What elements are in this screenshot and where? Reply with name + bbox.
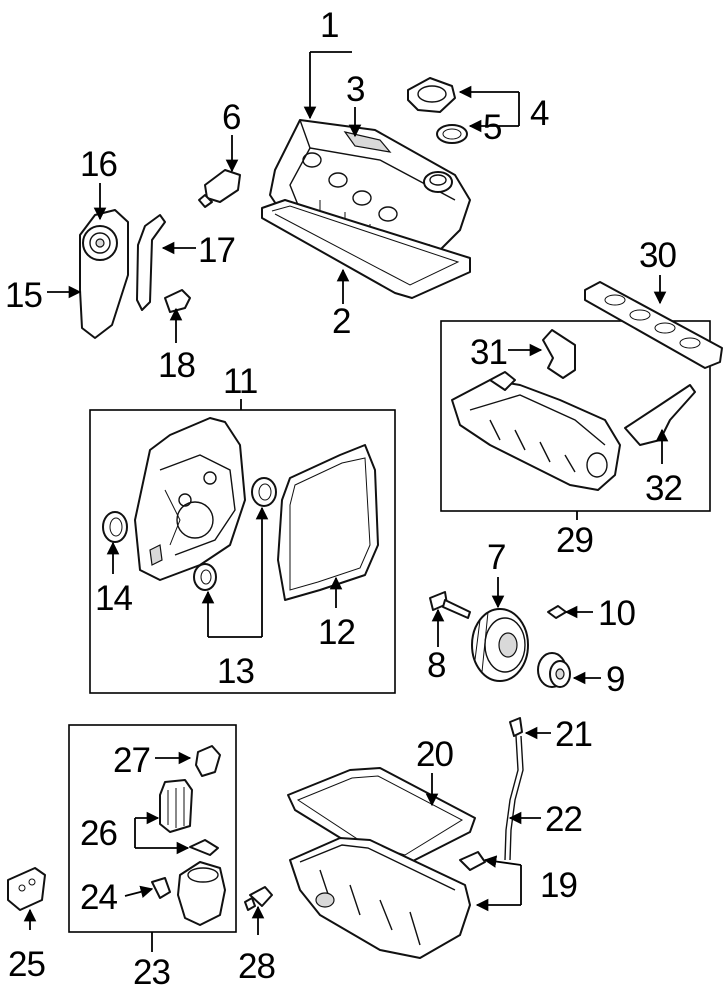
callout-3: 3 <box>346 70 364 109</box>
mount-bracket-part <box>7 867 46 911</box>
tensioner-rail-part <box>136 214 166 311</box>
camshaft-seal-part <box>251 477 277 507</box>
callout-2: 2 <box>332 302 350 341</box>
crankshaft-bolt-part <box>429 591 471 619</box>
callout-11: 11 <box>223 362 257 401</box>
callout-29: 29 <box>556 521 593 560</box>
callout-7: 7 <box>487 538 505 577</box>
callout-19: 19 <box>540 866 577 905</box>
callout-24: 24 <box>80 878 117 917</box>
callout-labels: 1 3 4 5 6 16 17 15 2 18 30 31 32 29 11 1… <box>5 6 683 992</box>
callout-10: 10 <box>598 594 635 633</box>
callout-23: 23 <box>133 953 170 992</box>
callout-26: 26 <box>80 814 117 853</box>
oil-filler-cap-part <box>407 77 468 144</box>
callout-12: 12 <box>318 613 355 652</box>
callout-28: 28 <box>238 947 275 986</box>
callout-4: 4 <box>530 94 549 133</box>
valve-cover-gasket-part <box>261 199 471 299</box>
intake-manifold-gasket-part <box>584 281 723 369</box>
intake-manifold-part <box>451 371 621 491</box>
callout-32: 32 <box>645 469 682 508</box>
leader-lines <box>23 51 669 952</box>
callout-8: 8 <box>427 646 445 685</box>
timing-cover-group-box <box>89 409 396 694</box>
callout-16: 16 <box>80 145 117 184</box>
callout-27: 27 <box>113 741 150 780</box>
callout-6: 6 <box>222 98 240 137</box>
callout-18: 18 <box>158 346 195 385</box>
manifold-bracket-part <box>542 329 576 379</box>
oil-filter-housing-part <box>151 861 226 926</box>
callout-15: 15 <box>5 276 42 315</box>
timing-cover-part <box>134 417 246 581</box>
oil-seal-part <box>193 563 217 591</box>
callout-31: 31 <box>470 333 507 372</box>
callout-13: 13 <box>217 652 254 691</box>
callout-30: 30 <box>639 236 676 275</box>
callout-1: 1 <box>320 6 338 45</box>
camshaft-sensor-part <box>198 169 241 208</box>
callout-22: 22 <box>545 800 582 839</box>
timing-cover-gasket-part <box>277 444 379 601</box>
oil-pan-part <box>289 837 486 959</box>
crankshaft-pulley-part <box>471 608 529 682</box>
front-crankshaft-seal-part <box>102 511 128 543</box>
callout-17: 17 <box>198 231 235 270</box>
manifold-support-bracket-part <box>624 384 696 446</box>
crankshaft-sprocket-part <box>537 652 571 688</box>
callout-25: 25 <box>8 945 45 984</box>
callout-14: 14 <box>95 579 132 618</box>
oil-dipstick-part <box>504 717 524 861</box>
callout-5: 5 <box>483 108 501 147</box>
callout-9: 9 <box>606 660 624 699</box>
timing-chain-guide-part <box>79 209 129 339</box>
oil-filter-element-part <box>159 779 219 856</box>
callout-20: 20 <box>416 735 453 774</box>
intake-manifold-group-box <box>440 320 711 512</box>
callout-21: 21 <box>555 715 592 754</box>
woodruff-key-part <box>547 605 567 619</box>
oil-level-sensor-part <box>244 886 273 911</box>
oil-pressure-switch-part <box>195 745 221 777</box>
chain-tensioner-part <box>164 289 191 313</box>
